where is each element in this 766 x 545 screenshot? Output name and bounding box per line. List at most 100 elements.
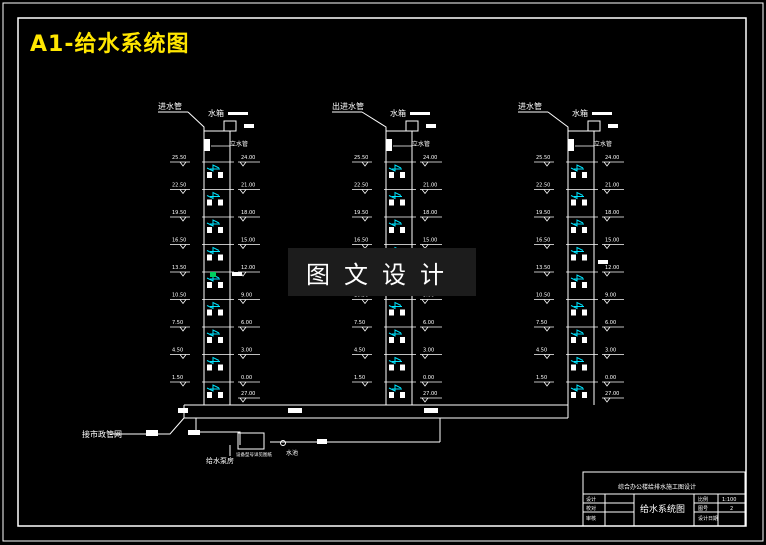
elevation-right: 12.00	[605, 265, 619, 271]
valve-symbol	[570, 164, 584, 172]
valve-symbol	[206, 219, 220, 227]
elevation-triangle-left	[543, 189, 551, 195]
elevation-triangle-left	[361, 381, 369, 387]
valve-symbol	[570, 219, 584, 227]
elevation-right: 15.00	[605, 238, 619, 244]
water-meter	[218, 199, 223, 206]
elevation-triangle-left	[179, 161, 187, 167]
elevation-left: 1.50	[172, 375, 183, 381]
elevation-right: 3.00	[241, 348, 252, 354]
elevation-triangle-left	[179, 189, 187, 195]
elevation-triangle-left	[543, 161, 551, 167]
elevation-triangle-left	[179, 326, 187, 332]
elevation-triangle-left	[543, 354, 551, 360]
tank-label: 水箱	[572, 108, 588, 118]
pump-box	[237, 432, 265, 450]
elevation-left: 1.50	[354, 375, 365, 381]
green-marker	[210, 272, 216, 277]
elevation-right: 15.00	[423, 238, 437, 244]
drawing-name: 给水系统图	[640, 503, 685, 515]
inlet-pipe-label: 进水管	[518, 101, 542, 111]
valve-symbol	[388, 301, 402, 310]
checker-label: 校对	[586, 505, 596, 512]
valve-symbol	[570, 246, 584, 255]
project-name: 综合办公楼给排水施工图设计	[618, 483, 696, 491]
water-meter	[582, 199, 587, 206]
elevation-right: 9.00	[605, 293, 616, 299]
water-tank	[587, 120, 601, 132]
elevation-triangle-left	[543, 271, 551, 277]
water-meter	[207, 254, 212, 261]
water-meter	[582, 227, 587, 233]
water-meter	[389, 199, 394, 206]
water-meter	[582, 392, 587, 398]
elevation-triangle-right	[239, 244, 247, 250]
elevation-triangle-left	[179, 354, 187, 360]
main-supply-lines	[110, 404, 569, 445]
water-meter	[582, 364, 587, 371]
valve-symbol	[206, 164, 220, 172]
elevation-triangle-right	[603, 161, 611, 167]
elevation-triangle-right	[239, 354, 247, 360]
tank-elev-tag	[608, 124, 618, 128]
water-meter	[389, 227, 394, 233]
elevation-triangle-right	[239, 161, 247, 167]
elevation-triangle-left	[361, 299, 369, 305]
valve-symbol	[206, 246, 220, 255]
elevation-triangle-right	[603, 299, 611, 305]
water-meter	[389, 392, 394, 398]
valve-symbol	[388, 329, 402, 337]
valve-symbol	[206, 191, 220, 200]
sheet-value: 2	[730, 506, 733, 512]
valve-symbol	[570, 274, 584, 282]
elevation-right: 0.00	[241, 375, 252, 381]
elevation-left: 25.50	[354, 155, 368, 161]
elevation-triangle-left	[361, 189, 369, 195]
elevation-triangle-left	[179, 271, 187, 277]
riser-tag	[204, 139, 210, 151]
water-meter	[582, 172, 587, 178]
water-meter	[218, 254, 223, 261]
date-label: 设计日期	[698, 515, 718, 522]
designer-label: 设计	[586, 496, 596, 503]
side-tag	[598, 260, 608, 264]
elevation-triangle-left	[543, 381, 551, 387]
city-main-label: 接市政管网	[82, 429, 122, 439]
elevation-left: 4.50	[172, 348, 183, 354]
elevation-left: 22.50	[354, 183, 368, 189]
elevation-triangle-right	[239, 216, 247, 222]
elevation-left: 13.50	[172, 265, 186, 271]
valve-symbol	[388, 164, 402, 172]
elevation-right: 21.00	[241, 183, 255, 189]
elevation-left: 7.50	[536, 320, 547, 326]
water-meter	[389, 337, 394, 343]
elevation-triangle-right	[421, 299, 429, 305]
pump-note-label: 设备型号详见图纸	[236, 451, 272, 458]
elevation-left: 22.50	[536, 183, 550, 189]
water-meter	[389, 364, 394, 371]
elevation-right: 18.00	[423, 210, 437, 216]
elevation-right: 6.00	[241, 320, 252, 326]
elevation-right: 18.00	[605, 210, 619, 216]
elevation-right: 6.00	[605, 320, 616, 326]
water-meter	[207, 227, 212, 233]
water-meter	[218, 364, 223, 371]
elevation-left: 19.50	[172, 210, 186, 216]
elevation-triangle-left	[361, 216, 369, 222]
water-meter	[400, 364, 405, 371]
elevation-left: 25.50	[536, 155, 550, 161]
elevation-right: 21.00	[605, 183, 619, 189]
elevation-triangle-left	[543, 244, 551, 250]
elevation-triangle-right	[603, 381, 611, 387]
elevation-right: 0.00	[423, 375, 434, 381]
elevation-left: 19.50	[354, 210, 368, 216]
elevation-triangle-left	[361, 161, 369, 167]
valve-symbol	[570, 301, 584, 310]
inlet-pipe	[187, 111, 205, 131]
drawing-title: A1-给水系统图	[30, 32, 190, 57]
elevation-left: 16.50	[172, 238, 186, 244]
elevation-triangle-left	[179, 299, 187, 305]
elevation-triangle-left	[543, 299, 551, 305]
elevation-triangle-right	[603, 397, 611, 403]
water-meter	[218, 227, 223, 233]
